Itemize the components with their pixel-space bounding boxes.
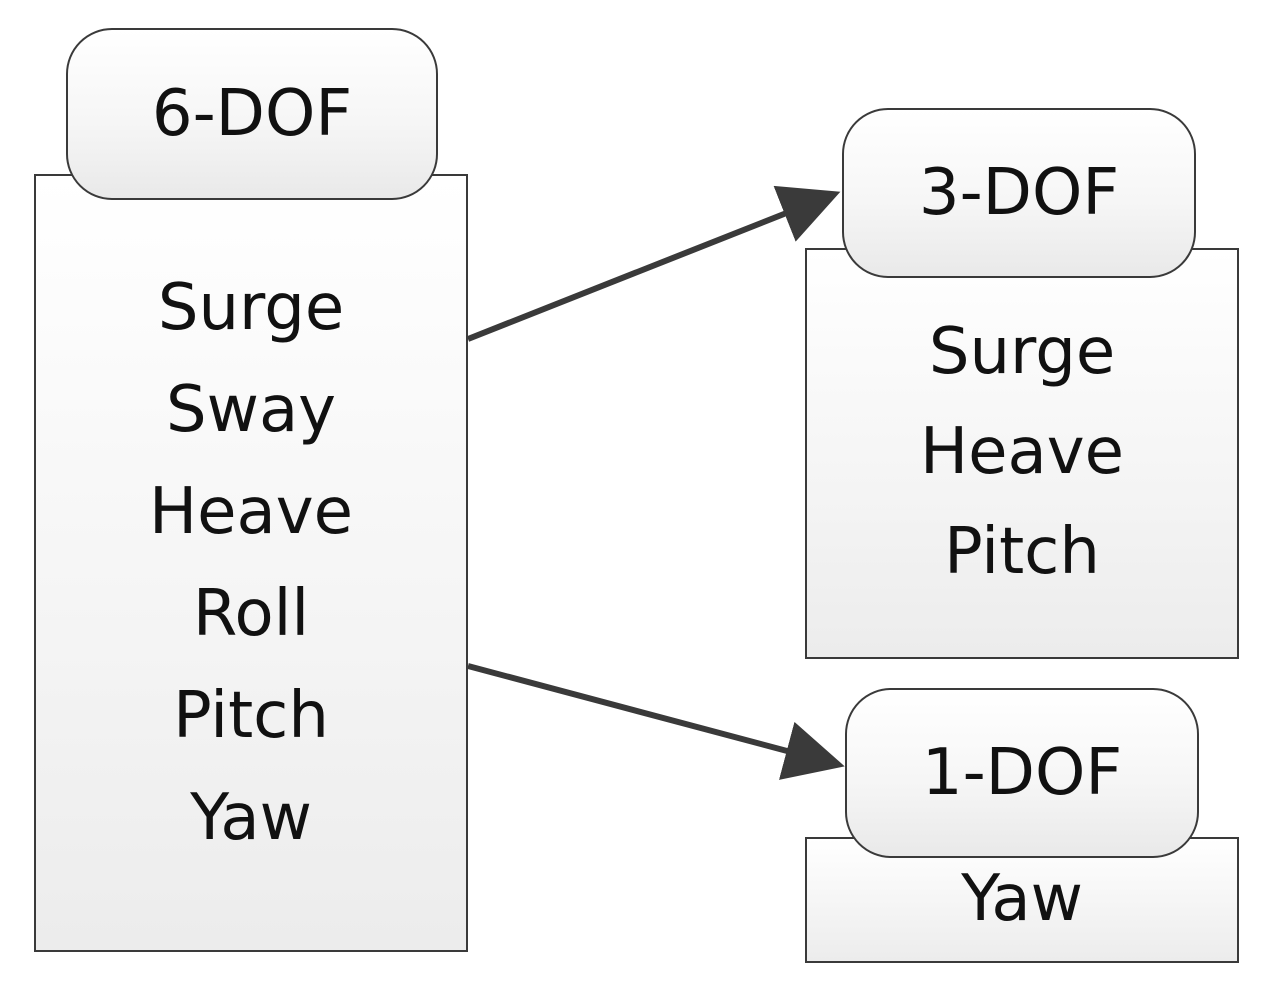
three-dof-box: Surge Heave Pitch	[805, 248, 1239, 659]
three-dof-title: 3-DOF	[842, 108, 1196, 278]
six-dof-item-heave: Heave	[149, 475, 353, 549]
six-dof-item-yaw: Yaw	[190, 781, 312, 855]
six-dof-item-roll: Roll	[192, 577, 310, 651]
three-dof-item-pitch: Pitch	[944, 515, 1100, 589]
one-dof-box: Yaw	[805, 837, 1239, 963]
six-dof-item-sway: Sway	[165, 373, 337, 447]
three-dof-item-surge: Surge	[928, 315, 1116, 389]
one-dof-item-list: Yaw	[807, 867, 1237, 937]
six-dof-item-pitch: Pitch	[173, 679, 329, 753]
six-dof-item-surge: Surge	[157, 271, 345, 345]
one-dof-item-yaw: Yaw	[961, 862, 1083, 936]
three-dof-item-list: Surge Heave Pitch	[807, 320, 1237, 620]
three-dof-item-heave: Heave	[920, 415, 1124, 489]
arrow-six-to-one	[467, 663, 845, 780]
one-dof-title: 1-DOF	[845, 688, 1199, 858]
six-dof-title: 6-DOF	[66, 28, 438, 200]
six-dof-box: Surge Sway Heave Roll Pitch Yaw	[34, 174, 468, 952]
arrow-six-to-three	[466, 185, 841, 342]
six-dof-item-list: Surge Sway Heave Roll Pitch Yaw	[36, 276, 466, 888]
